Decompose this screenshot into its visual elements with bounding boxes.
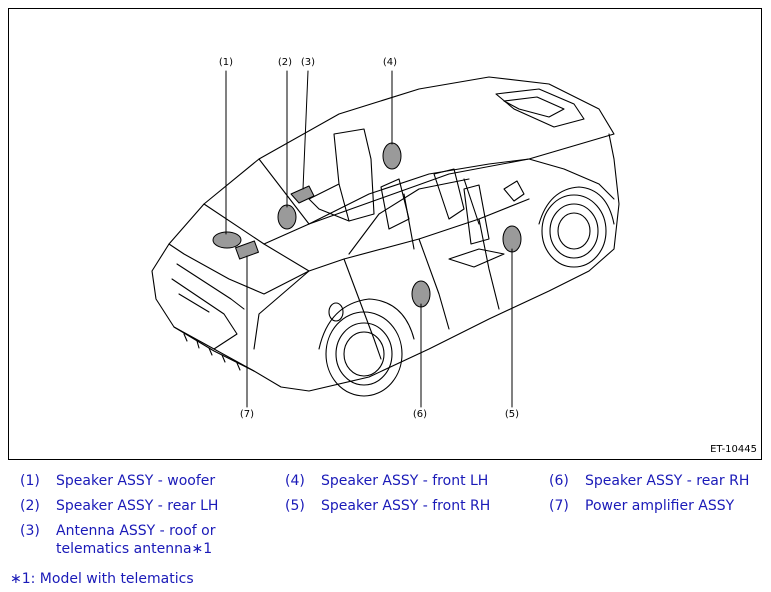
legend-num: (3) [20,523,40,539]
figure-code: ET-10445 [710,444,757,455]
legend-label: Antenna ASSY - roof or [56,523,216,539]
legend-label: Power amplifier ASSY [585,498,735,514]
legend-label: Speaker ASSY - front RH [321,498,491,514]
legend-item-6: (6) Speaker ASSY - rear RH [549,472,749,490]
callout-5: (5) [504,409,520,420]
callout-1: (1) [218,57,234,68]
legend-num: (2) [20,498,40,514]
callout-7: (7) [239,409,255,420]
leader-lines [225,70,513,408]
audio-components [212,142,522,308]
legend-item-5: (5) Speaker ASSY - front RH [285,497,490,515]
legend-label: Speaker ASSY - rear LH [56,498,219,514]
vehicle-illustration [151,70,620,408]
front-rh-speaker [502,225,522,253]
legend-label: Speaker ASSY - front LH [321,473,489,489]
legend-item-2: (2) Speaker ASSY - rear LH [20,497,218,515]
legend-num: (6) [549,473,569,489]
legend-label: Speaker ASSY - woofer [56,473,216,489]
legend-item-1: (1) Speaker ASSY - woofer [20,472,215,490]
legend-num: (4) [285,473,305,489]
callout-4: (4) [382,57,398,68]
legend-item-4: (4) Speaker ASSY - front LH [285,472,488,490]
callout-6: (6) [412,409,428,420]
legend-item-3: (3) Antenna ASSY - roof or telematics ant… [20,522,215,558]
wheels [318,186,615,397]
power-amplifier [235,240,259,260]
rear-rh-speaker [411,280,431,308]
seats [308,128,505,268]
front-lh-speaker [382,142,402,170]
car-body-outline [151,76,620,392]
legend-item-7: (7) Power amplifier ASSY [549,497,734,515]
legend-label: Speaker ASSY - rear RH [585,473,750,489]
callout-2: (2) [277,57,293,68]
legend-label-continuation: telematics antenna∗1 [56,541,213,557]
woofer-speaker [212,231,242,249]
legend-num: (7) [549,498,569,514]
legend-num: (1) [20,473,40,489]
rear-lh-speaker [277,204,297,230]
callout-3: (3) [300,57,316,68]
legend-num: (5) [285,498,305,514]
footnote: ∗1: Model with telematics [10,571,194,587]
component-location-figure: (1) (2) (3) (4) (5) (6) (7) ET-10445 [8,8,762,460]
